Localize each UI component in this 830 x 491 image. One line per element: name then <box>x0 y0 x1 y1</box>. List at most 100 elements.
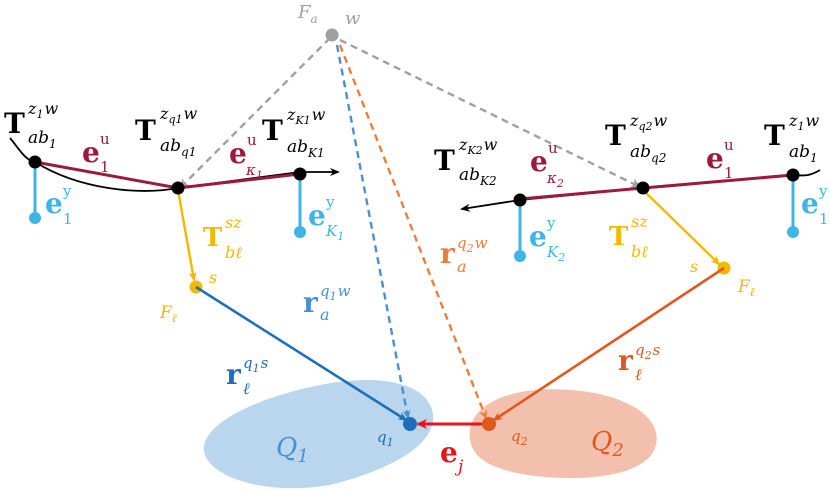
svg-text:ℓ: ℓ <box>243 379 250 398</box>
pose-label-left-zq1: T zq1w abq1 <box>135 104 197 159</box>
svg-text:1: 1 <box>819 210 829 228</box>
rl-q1-label: r q1s ℓ <box>226 354 269 398</box>
svg-text:κ1: κ1 <box>245 161 263 182</box>
eu-1-left-label: e u 1 <box>82 130 110 176</box>
ey-K1-label: e y K1 <box>308 193 344 243</box>
svg-text:e: e <box>82 136 100 169</box>
svg-text:e: e <box>801 187 819 220</box>
svg-text:y: y <box>62 182 72 200</box>
svg-text:r: r <box>303 286 319 319</box>
svg-text:1: 1 <box>724 164 734 182</box>
world-frame-dot <box>325 28 339 42</box>
rl-q2-label: r q2s ℓ <box>618 341 661 384</box>
svg-text:zK2w: zK2w <box>458 135 498 157</box>
svg-text:e: e <box>530 145 548 178</box>
svg-text:K1: K1 <box>325 222 344 243</box>
Tbl-right-arrow <box>642 189 721 266</box>
svg-text:bℓ: bℓ <box>631 242 648 261</box>
svg-text:ab1: ab1 <box>789 142 818 165</box>
svg-text:abK1: abK1 <box>287 137 325 160</box>
svg-text:1: 1 <box>100 158 110 176</box>
svg-text:u: u <box>548 139 558 157</box>
ey-K2-dot <box>514 250 526 262</box>
Tbl-right-label: T sz bℓ <box>609 212 648 261</box>
svg-text:T: T <box>262 114 283 147</box>
right-pose-z1-node <box>786 168 800 182</box>
svg-text:z1w: z1w <box>27 99 58 121</box>
eu-1-right-label: e u 1 <box>706 136 734 182</box>
svg-text:T: T <box>434 144 455 177</box>
svg-text:z1w: z1w <box>788 111 819 133</box>
ra-q1-label: r q1w a <box>303 282 351 324</box>
svg-text:T: T <box>764 119 785 152</box>
point-q2 <box>482 417 496 431</box>
rl-q1-arrow <box>195 285 408 422</box>
left-pose-zK1-node <box>293 167 307 181</box>
point-q1 <box>403 417 417 431</box>
svg-text:e: e <box>440 436 458 469</box>
eu-k1-label: e u κ1 <box>229 131 263 182</box>
svg-text:r: r <box>440 237 456 270</box>
pose-label-right-zq2: T zq2w abq2 <box>605 111 667 165</box>
svg-text:e: e <box>229 137 247 170</box>
svg-text:sz: sz <box>631 212 648 231</box>
svg-text:q2s: q2s <box>635 341 661 362</box>
ra-q1-dashed-arrow <box>335 44 411 420</box>
svg-text:e: e <box>529 220 547 253</box>
ey-1-left-label: e y 1 <box>45 182 73 228</box>
ey-1-right-dot <box>787 226 799 238</box>
ra-q2-dashed-arrow <box>338 44 488 420</box>
left-pose-z1-node <box>28 155 42 169</box>
svg-text:T: T <box>609 222 629 252</box>
ey-K2-label: e y K2 <box>529 214 565 264</box>
left-trajectory-curve <box>9 137 340 192</box>
Tbl-left-label: T sz bℓ <box>203 213 242 262</box>
Tbl-left-arrow <box>176 189 197 282</box>
svg-text:bℓ: bℓ <box>225 243 242 262</box>
rl-q2-arrow <box>492 266 725 422</box>
svg-text:ab1: ab1 <box>28 128 57 151</box>
svg-text:a: a <box>457 257 467 276</box>
pose-label-right-z1: T z1w ab1 <box>764 111 819 165</box>
svg-text:T: T <box>135 114 156 147</box>
pose-label-left-z1: T z1w ab1 <box>4 99 58 151</box>
region-Q1-label: Q1 <box>276 433 309 467</box>
right-pose-zK2-node <box>513 193 527 207</box>
world-frame-label: Fa <box>297 2 318 26</box>
landmark-right-frame-label: Fℓ <box>737 277 755 299</box>
pose-label-left-zK1: T zK1w abK1 <box>262 105 326 160</box>
svg-text:a: a <box>320 305 330 324</box>
ey-1-right-label: e y 1 <box>801 182 829 228</box>
svg-text:y: y <box>818 182 828 200</box>
region-Q2-label: Q2 <box>591 427 624 461</box>
region-Q2-blob <box>469 389 657 478</box>
ra-q2-label: r q2w a <box>440 234 488 276</box>
svg-text:e: e <box>308 199 326 232</box>
right-pose-zq2-node <box>636 181 650 195</box>
landmark-left-s-label: s <box>209 268 217 287</box>
point-q2-label: q2 <box>511 427 528 448</box>
svg-text:u: u <box>247 131 257 149</box>
svg-text:1: 1 <box>63 210 73 228</box>
svg-text:zq2w: zq2w <box>629 111 667 133</box>
svg-text:zK1w: zK1w <box>286 105 326 127</box>
svg-text:T: T <box>203 223 223 253</box>
svg-text:zq1w: zq1w <box>159 104 197 126</box>
svg-text:T: T <box>605 119 626 152</box>
svg-text:u: u <box>724 136 734 154</box>
eu-k2-label: e u κ2 <box>530 139 564 190</box>
svg-text:abq1: abq1 <box>160 136 196 159</box>
svg-text:j: j <box>454 457 464 477</box>
svg-text:q1w: q1w <box>320 282 351 303</box>
point-q1-label: q1 <box>377 428 394 449</box>
svg-text:T: T <box>4 107 25 140</box>
left-pose-zq1-node <box>171 181 185 195</box>
landmark-right-s-label: s <box>690 257 698 276</box>
svg-text:abq2: abq2 <box>630 142 666 165</box>
region-Q1-blob <box>203 379 434 489</box>
svg-text:y: y <box>546 214 556 232</box>
ey-1-left-dot <box>29 212 41 224</box>
ey-K1-dot <box>294 226 306 238</box>
svg-text:abK2: abK2 <box>459 165 497 188</box>
